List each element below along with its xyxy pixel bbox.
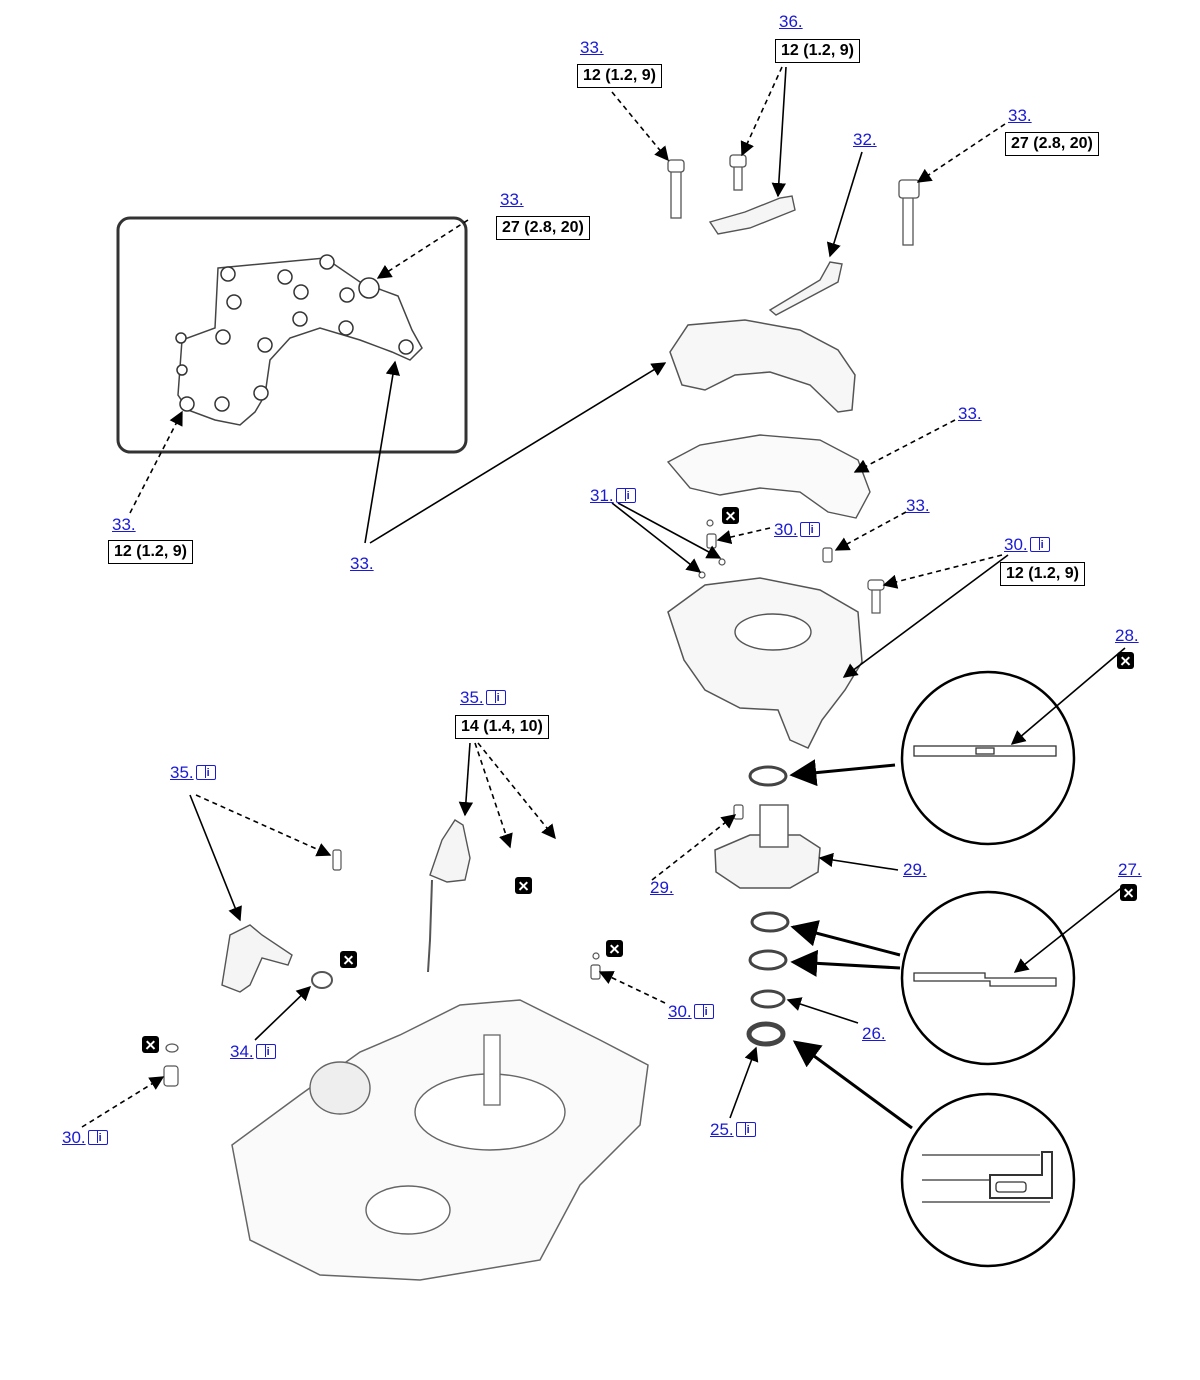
ref-link-26[interactable]: 26. <box>862 1024 886 1043</box>
ref-link-29[interactable]: 29. <box>903 860 927 879</box>
park-pawl-rod <box>427 879 433 973</box>
ref-link-36[interactable]: 36. <box>779 12 803 31</box>
valve-body-lower <box>667 577 863 749</box>
ref-link-33[interactable]: 33. <box>350 554 374 573</box>
ref-link-27[interactable]: 27. <box>1118 860 1142 879</box>
ref-link-35[interactable]: 35. <box>170 763 216 783</box>
book-info-icon[interactable] <box>485 688 506 708</box>
torque-spec: 12 (1.2, 9) <box>577 64 662 88</box>
ref-link-30[interactable]: 30. <box>774 520 820 540</box>
upper-bolts <box>667 154 920 246</box>
housing-bore <box>365 1185 451 1235</box>
valve-body-upper <box>669 319 856 413</box>
book-info-icon[interactable] <box>735 1120 756 1140</box>
inset-detail-box <box>116 216 468 454</box>
detail-arrows <box>789 759 913 1130</box>
torque-spec: 12 (1.2, 9) <box>108 540 193 564</box>
inset-bolt-holes <box>175 254 414 412</box>
ref-link-33[interactable]: 33. <box>112 515 136 534</box>
replace-x-icon <box>515 877 532 894</box>
ref-link-33[interactable]: 33. <box>958 404 982 423</box>
torque-spec: 12 (1.2, 9) <box>1000 562 1085 586</box>
ref-link-33[interactable]: 33. <box>580 38 604 57</box>
ref-link-33[interactable]: 33. <box>500 190 524 209</box>
detail-sections <box>913 745 1057 1203</box>
replace-x-icon <box>722 507 739 524</box>
replace-x-icon <box>1117 652 1134 669</box>
washer-34 <box>311 971 333 989</box>
book-info-icon[interactable] <box>799 520 820 540</box>
ref-link-35[interactable]: 35. <box>460 688 506 708</box>
torque-spec: 14 (1.4, 10) <box>455 715 549 739</box>
ref-link-30[interactable]: 30. <box>62 1128 108 1148</box>
leader-lines <box>81 66 1126 1128</box>
ref-link-30[interactable]: 30. <box>1004 535 1050 555</box>
book-info-icon[interactable] <box>255 1042 276 1062</box>
ref-link-34[interactable]: 34. <box>230 1042 276 1062</box>
inset-cover-outline <box>177 257 423 426</box>
ref-link-30[interactable]: 30. <box>668 1002 714 1022</box>
ref-link-31[interactable]: 31. <box>590 486 636 506</box>
book-info-icon[interactable] <box>615 486 636 506</box>
ref-link-29[interactable]: 29. <box>650 878 674 897</box>
book-info-icon[interactable] <box>693 1002 714 1022</box>
book-info-icon[interactable] <box>1029 535 1050 555</box>
dowel-pins <box>163 519 885 1087</box>
book-info-icon[interactable] <box>195 763 216 783</box>
valve-body-bore <box>734 613 812 651</box>
ref-link-33[interactable]: 33. <box>906 496 930 515</box>
replace-x-icon <box>606 940 623 957</box>
ref-link-33[interactable]: 33. <box>1008 106 1032 125</box>
housing-gear <box>309 1061 371 1115</box>
brace-bracket <box>708 195 796 235</box>
replace-x-icon <box>1120 884 1137 901</box>
housing-shaft <box>483 1034 501 1106</box>
torque-spec: 12 (1.2, 9) <box>775 39 860 63</box>
shift-rod <box>768 261 843 316</box>
stator-shaft-spline <box>759 804 789 848</box>
book-info-icon[interactable] <box>87 1128 108 1148</box>
ref-link-32[interactable]: 32. <box>853 130 877 149</box>
detail-circles <box>900 670 1076 1268</box>
seal-rings <box>746 765 790 1047</box>
shift-shaft-lever <box>221 924 293 993</box>
ref-link-25[interactable]: 25. <box>710 1120 756 1140</box>
detent-arm <box>429 819 471 883</box>
torque-spec: 27 (2.8, 20) <box>1005 132 1099 156</box>
ref-link-28[interactable]: 28. <box>1115 626 1139 645</box>
replace-x-icon <box>340 951 357 968</box>
separator-plate <box>666 434 871 519</box>
replace-x-icon <box>142 1036 159 1053</box>
torque-spec: 27 (2.8, 20) <box>496 216 590 240</box>
